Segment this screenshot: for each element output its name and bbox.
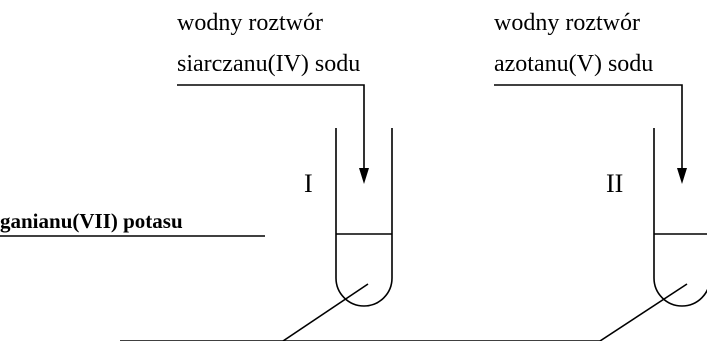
reagent-left-line1: wodny roztwór [177,10,323,36]
reagent-right-pointer [494,84,683,168]
reagent-right-line2: azotanu(V) sodu [494,51,653,77]
leader-to-tube-1 [282,283,369,341]
arrowhead-right-icon [677,168,687,184]
tube-contents-label: ganianu(VII) potasu [0,209,183,233]
reagent-left-pointer [177,84,365,168]
leader-to-tube-2 [599,283,688,341]
reagent-right-line1: wodny roztwór [494,10,640,36]
tube-label-2: II [606,169,623,198]
reagent-left-line2: siarczanu(IV) sodu [177,51,360,77]
test-tube-1 [335,128,393,307]
tube-label-1: I [304,169,313,198]
test-tube-2 [653,128,707,307]
arrowhead-left-icon [359,168,369,184]
